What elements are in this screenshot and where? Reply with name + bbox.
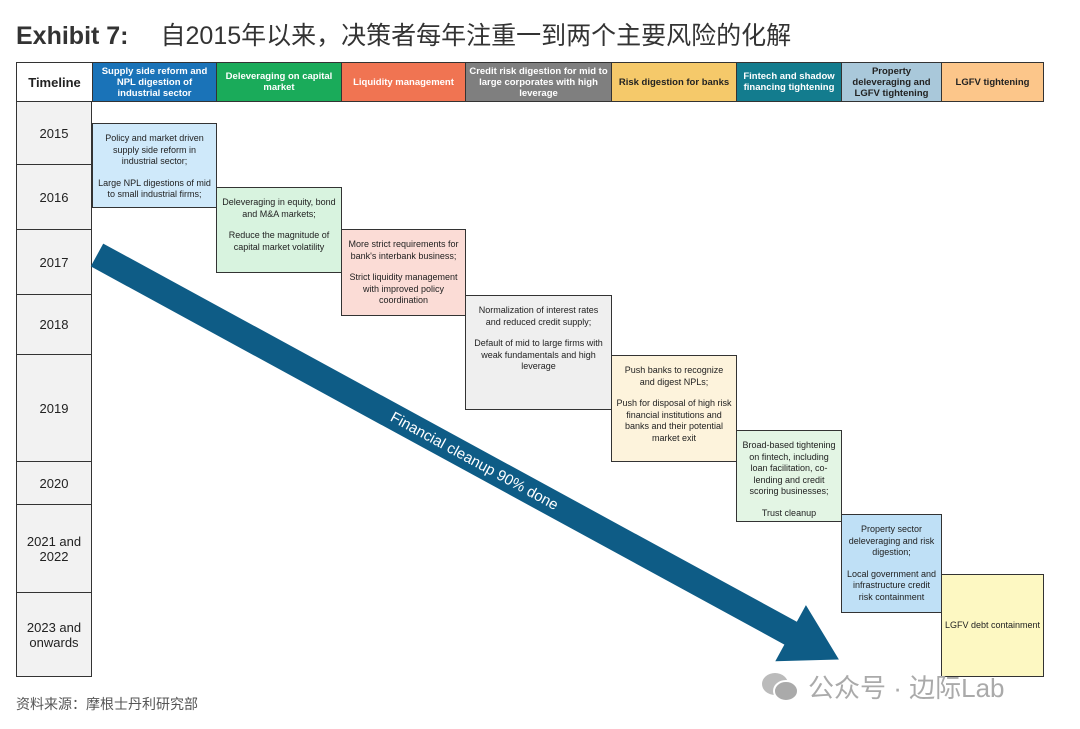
column-header: Credit risk digestion for mid to large c… [465, 62, 612, 102]
column-header: Risk digestion for banks [611, 62, 737, 102]
measure-text: LGFV debt containment [944, 619, 1041, 630]
measure-text: More strict requirements for bank's inte… [348, 239, 459, 261]
measure-text: Push banks to recognize and digest NPLs; [624, 365, 724, 387]
measure-box: Push banks to recognize and digest NPLs;… [611, 355, 737, 462]
measure-text: Push for disposal of high risk financial… [616, 398, 732, 443]
arrow-shape [90, 243, 839, 662]
watermark-text: 公众号 · 边际Lab [808, 673, 1005, 703]
column-header: Deleveraging on capital market [216, 62, 342, 102]
arrow-label: Financial cleanup 90% done [387, 409, 561, 514]
measure-text: Policy and market driven supply side ref… [105, 133, 204, 166]
column-header: Liquidity management [341, 62, 466, 102]
exhibit-text: 自2015年以来，决策者每年注重一到两个主要风险的化解 [160, 22, 792, 50]
measure-box: Deleveraging in equity, bond and M&A mar… [216, 187, 342, 273]
measure-text: Normalization of interest rates and redu… [478, 305, 599, 327]
year-row: 2016 [16, 165, 92, 230]
exhibit-label: Exhibit 7: [16, 22, 129, 50]
exhibit-title: Exhibit 7: 自2015年以来，决策者每年注重一到两个主要风险的化解 [16, 16, 791, 52]
measure-box: LGFV debt containment [941, 574, 1044, 677]
measure-text: Default of mid to large firms with weak … [474, 338, 603, 371]
year-row: 2019 [16, 355, 92, 462]
year-row: 2017 [16, 230, 92, 295]
year-row: 2023 and onwards [16, 593, 92, 677]
measure-text: Trust cleanup [761, 507, 817, 518]
measure-text: Broad-based tightening on fintech, inclu… [742, 440, 836, 496]
column-header: Supply side reform and NPL digestion of … [92, 62, 217, 102]
wechat-icon [762, 672, 799, 702]
year-row: 2020 [16, 462, 92, 505]
year-row: 2015 [16, 102, 92, 165]
source-note: 资料来源：摩根士丹利研究部 [16, 696, 198, 712]
measure-box: Policy and market driven supply side ref… [92, 123, 217, 208]
measure-box: Property sector deleveraging and risk di… [841, 514, 942, 613]
measure-box: Broad-based tightening on fintech, inclu… [736, 430, 842, 522]
measure-text: Local government and infrastructure cred… [846, 568, 937, 602]
year-row: 2021 and 2022 [16, 505, 92, 593]
timeline-header: Timeline [16, 62, 93, 102]
column-header: Property deleveraging and LGFV tightenin… [841, 62, 942, 102]
column-header: Fintech and shadow financing tightening [736, 62, 842, 102]
measure-text: Deleveraging in equity, bond and M&A mar… [222, 197, 336, 219]
column-header: LGFV tightening [941, 62, 1044, 102]
measure-text: Reduce the magnitude of capital market v… [228, 230, 330, 252]
measure-text: Large NPL digestions of mid to small ind… [98, 177, 211, 200]
measure-box: Normalization of interest rates and redu… [465, 295, 612, 410]
measure-text: Strict liquidity management with improve… [349, 272, 458, 305]
measure-box: More strict requirements for bank's inte… [341, 229, 466, 316]
measure-text: Property sector deleveraging and risk di… [848, 524, 935, 557]
year-row: 2018 [16, 295, 92, 355]
watermark: 公众号 · 边际Lab [760, 668, 1005, 705]
